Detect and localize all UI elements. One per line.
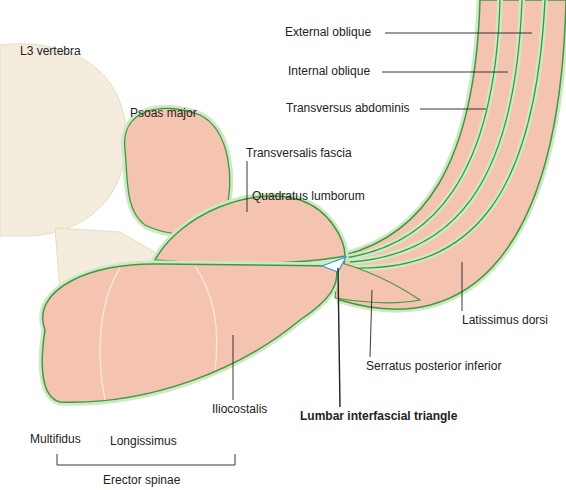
vertebral-body — [0, 44, 126, 236]
part-label: Latissimus dorsi — [462, 313, 548, 327]
abdominal-wall-halo — [340, 0, 566, 309]
layer-line — [355, 0, 545, 268]
leader-line — [338, 268, 340, 407]
layer-halo — [350, 0, 522, 262]
quadratus-lumborum-muscle — [155, 196, 345, 263]
part-label: L3 vertebra — [20, 44, 81, 58]
leader-lines — [57, 33, 532, 465]
layer-halo — [355, 0, 545, 268]
part-label: Iliocostalis — [212, 402, 267, 416]
leader-line — [385, 33, 532, 34]
part-label: Multifidus — [30, 432, 81, 446]
leader-line — [233, 335, 234, 400]
layer-line — [350, 0, 522, 262]
leader-line — [420, 109, 486, 110]
part-label: Quadratus lumborum — [252, 189, 365, 203]
part-label: External oblique — [285, 25, 371, 39]
part-label: Psoas major — [130, 106, 197, 120]
part-label: Internal oblique — [288, 64, 370, 78]
part-label: Lumbar interfascial triangle — [300, 409, 457, 423]
muscle-layer-boundaries — [345, 0, 545, 268]
erector-spinae-bracket — [57, 454, 235, 465]
interfascial-triangle — [322, 257, 346, 272]
erector-spinae-muscle — [42, 264, 337, 402]
muscle-divider — [195, 266, 217, 370]
leader-line — [382, 72, 508, 73]
abdominal-wall — [340, 0, 566, 309]
leader-line — [462, 262, 463, 311]
part-label: Transversalis fascia — [246, 146, 352, 160]
part-label: Longissimus — [110, 434, 177, 448]
part-label: Erector spinae — [103, 473, 180, 487]
part-label: Serratus posterior inferior — [366, 359, 501, 373]
leader-line — [247, 161, 248, 212]
leader-line — [370, 290, 372, 357]
serratus-posterior-inferior — [335, 262, 420, 303]
muscle-divider — [100, 268, 120, 400]
quadratus-lumborum-muscle — [155, 196, 345, 263]
part-label: Transversus abdominis — [286, 101, 410, 115]
erector-spinae-muscle — [42, 264, 337, 402]
